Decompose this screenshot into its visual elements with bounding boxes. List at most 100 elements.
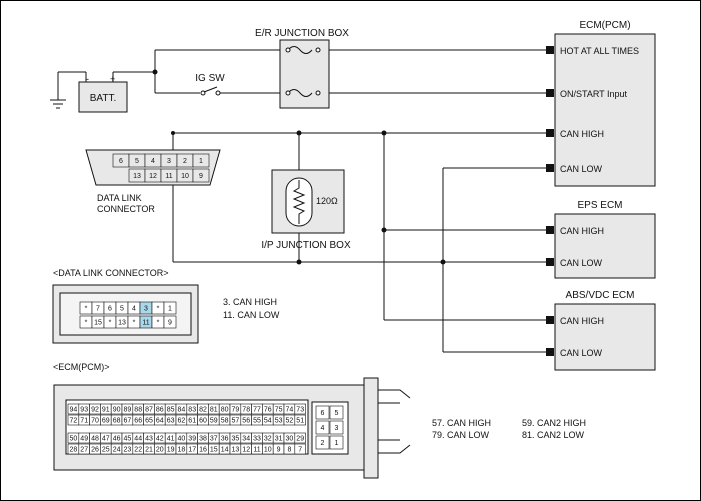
dlc-section-title: <DATA LINK CONNECTOR> — [53, 268, 169, 278]
ecm-pin-53: 53 — [275, 418, 283, 425]
ecm-pin-68: 68 — [113, 418, 121, 425]
battery-label: BATT. — [90, 93, 116, 104]
dlc-pin-1-cell — [192, 153, 210, 168]
dlc-pin-9: 9 — [199, 173, 203, 180]
ecm-section-title: <ECM(PCM)> — [53, 362, 110, 372]
ecm-pin-12: 12 — [242, 447, 250, 454]
ecm-pin-19: 19 — [167, 447, 175, 454]
ecm-pin-44: 44 — [134, 436, 142, 443]
dlc-pin-9-cell — [192, 168, 210, 183]
ecm-pin-13: 13 — [232, 447, 240, 454]
dlc-detail-bottom-pin: * — [157, 320, 160, 327]
dlc-detail-top-pin: * — [85, 306, 88, 313]
ecm-note-57: 57. CAN HIGH — [432, 418, 491, 428]
ecm-note-59: 59. CAN2 HIGH — [522, 418, 586, 428]
ecm-pin-56: 56 — [242, 418, 250, 425]
ecm-pin-50: 50 — [70, 436, 78, 443]
ecm-pin-65: 65 — [145, 418, 153, 425]
ecm-pin-69: 69 — [102, 418, 110, 425]
ecm-pin-29: 29 — [296, 436, 304, 443]
ecm-pin-62: 62 — [178, 418, 186, 425]
ecm-pin-81: 81 — [210, 407, 218, 414]
ecm-small-pin-5: 5 — [335, 410, 339, 417]
dlc-pin-11: 11 — [165, 173, 172, 180]
ecm-small-pin-6-cell — [315, 405, 330, 420]
ecm-pin-61: 61 — [188, 418, 196, 425]
ecm-title: ECM(PCM) — [579, 20, 630, 31]
ecm-pin-51-cell — [294, 414, 306, 426]
abs-pin-can-low: CAN LOW — [560, 348, 603, 358]
ecm-pin-31: 31 — [275, 436, 283, 443]
ecm-pin-18: 18 — [178, 447, 186, 454]
ecm-pin-73: 73 — [296, 407, 304, 414]
dlc-detail-bottom-pin: * — [109, 320, 112, 327]
ecm-pin-89: 89 — [124, 407, 132, 414]
ecm-pin-8: 8 — [287, 447, 291, 454]
ecm-pin-29-cell — [294, 432, 306, 444]
ecm-pin-10: 10 — [264, 447, 272, 454]
ecm-pin-80: 80 — [221, 407, 229, 414]
ecm-pin-15: 15 — [210, 447, 218, 454]
dlc-detail-top-pin-cell — [163, 301, 177, 315]
ecm-pin-30: 30 — [286, 436, 294, 443]
dlc-detail-bottom-pin: * — [133, 320, 136, 327]
ecm-pin-94: 94 — [70, 407, 78, 414]
ecm-small-pin-4: 4 — [321, 425, 325, 432]
ecm-pin-40: 40 — [178, 436, 186, 443]
ecm-pin-on-start: ON/START Input — [560, 89, 628, 99]
ecm-pin-34: 34 — [242, 436, 250, 443]
ecm-pin-93: 93 — [80, 407, 88, 414]
ecm-pin-88: 88 — [134, 407, 142, 414]
ecm-pin-can-high: CAN HIGH — [560, 129, 604, 139]
ecm-pin-85: 85 — [167, 407, 175, 414]
ecm-pin-82: 82 — [199, 407, 207, 414]
ecm-pin-59: 59 — [210, 418, 218, 425]
ecm-pin-36: 36 — [221, 436, 229, 443]
ecm-pin-71: 71 — [80, 418, 88, 425]
battery-plus: + — [110, 74, 115, 84]
abs-pin-can-high: CAN HIGH — [560, 316, 604, 326]
dlc-pin-13: 13 — [133, 173, 141, 180]
eps-pin-can-low: CAN LOW — [560, 258, 603, 268]
ecm-pin-76: 76 — [264, 407, 272, 414]
ecm-pin-35: 35 — [232, 436, 240, 443]
ecm-pin-66: 66 — [134, 418, 142, 425]
ecm-pin-23: 23 — [124, 447, 132, 454]
ecm-pin-51: 51 — [296, 418, 304, 425]
ecm-pin-86: 86 — [156, 407, 164, 414]
ecm-pin-37: 37 — [210, 436, 218, 443]
ecm-pin-17: 17 — [188, 447, 196, 454]
ecm-pin-45: 45 — [124, 436, 132, 443]
ecm-pin-57: 57 — [232, 418, 240, 425]
ecm-pin-79: 79 — [232, 407, 240, 414]
ecm-note-79: 79. CAN LOW — [432, 430, 490, 440]
dlc-detail-top-pin: 5 — [120, 306, 124, 313]
ecm-pin-42: 42 — [156, 436, 164, 443]
ecm-pin-16: 16 — [199, 447, 207, 454]
ecm-pin-11: 11 — [253, 447, 260, 454]
dlc-pin-12: 12 — [149, 173, 157, 180]
ip-junction-box-label: I/P JUNCTION BOX — [261, 240, 351, 251]
ecm-pin-78: 78 — [242, 407, 250, 414]
ecm-pin-70: 70 — [91, 418, 99, 425]
ecm-pin-43: 43 — [145, 436, 153, 443]
dlc-detail-top-pin: 6 — [108, 306, 112, 313]
ecm-pin-46: 46 — [113, 436, 121, 443]
ecm-pin-48: 48 — [91, 436, 99, 443]
ecm-pin-24: 24 — [113, 447, 121, 454]
ecm-small-pin-2: 2 — [321, 440, 325, 447]
dlc-note-can-low: 11. CAN LOW — [223, 310, 280, 320]
dlc-detail-bottom-pin: 11 — [142, 320, 149, 327]
